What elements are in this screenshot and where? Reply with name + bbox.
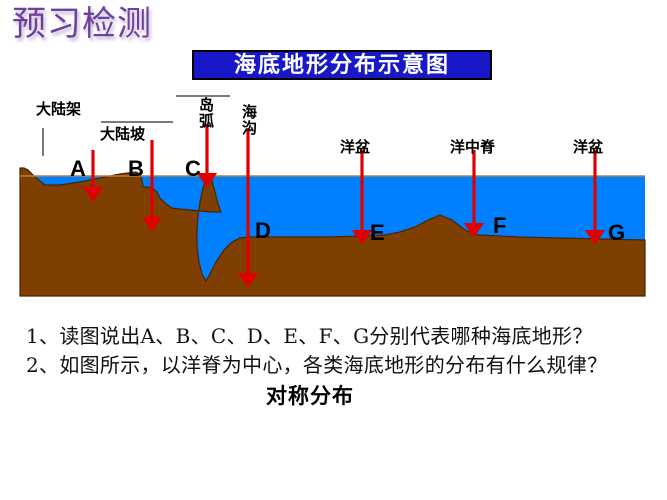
leader-line-slope [101, 121, 173, 123]
answer-text: 对称分布 [266, 384, 354, 408]
diagram-title-text: 海底地形分布示意图 [233, 52, 450, 78]
diagram-title-banner: 海底地形分布示意图 [192, 50, 492, 80]
questions-block: 1、读图说出A、B、C、D、E、F、G分别代表哪种海底地形？ 2、如图所示，以洋… [26, 322, 651, 408]
callout-label-yangpen-left: 洋盆 [340, 138, 371, 156]
leader-line-shelf [42, 128, 44, 156]
seafloor-topography-diagram [0, 84, 667, 300]
letter-marker-E: E [370, 220, 385, 245]
leader-line-arc [176, 95, 230, 97]
page-title: 预习检测 [12, 4, 152, 44]
letter-marker-F: F [493, 213, 507, 238]
letter-marker-A: A [70, 156, 86, 181]
question-2: 2、如图所示，以洋脊为中心，各类海底地形的分布有什么规律？ [26, 353, 608, 377]
callout-label-daohu: 岛弧 [197, 97, 215, 129]
question-2-wrapper: 2、如图所示，以洋脊为中心，各类海底地形的分布有什么规律？ 对称分布 [26, 351, 651, 408]
letter-marker-C: C [185, 156, 201, 181]
callout-label-haigou: 海沟 [240, 104, 258, 136]
callout-label-dalupo: 大陆坡 [100, 125, 146, 143]
letter-marker-G: G [608, 220, 626, 245]
question-1: 1、读图说出A、B、C、D、E、F、G分别代表哪种海底地形？ [26, 324, 593, 348]
letter-marker-D: D [255, 218, 271, 243]
callout-label-yangzhongji: 洋中脊 [450, 138, 496, 156]
letter-marker-B: B [128, 156, 144, 181]
callout-label-yangpen-right: 洋盆 [573, 138, 604, 156]
callout-label-dalujia: 大陆架 [36, 100, 82, 118]
